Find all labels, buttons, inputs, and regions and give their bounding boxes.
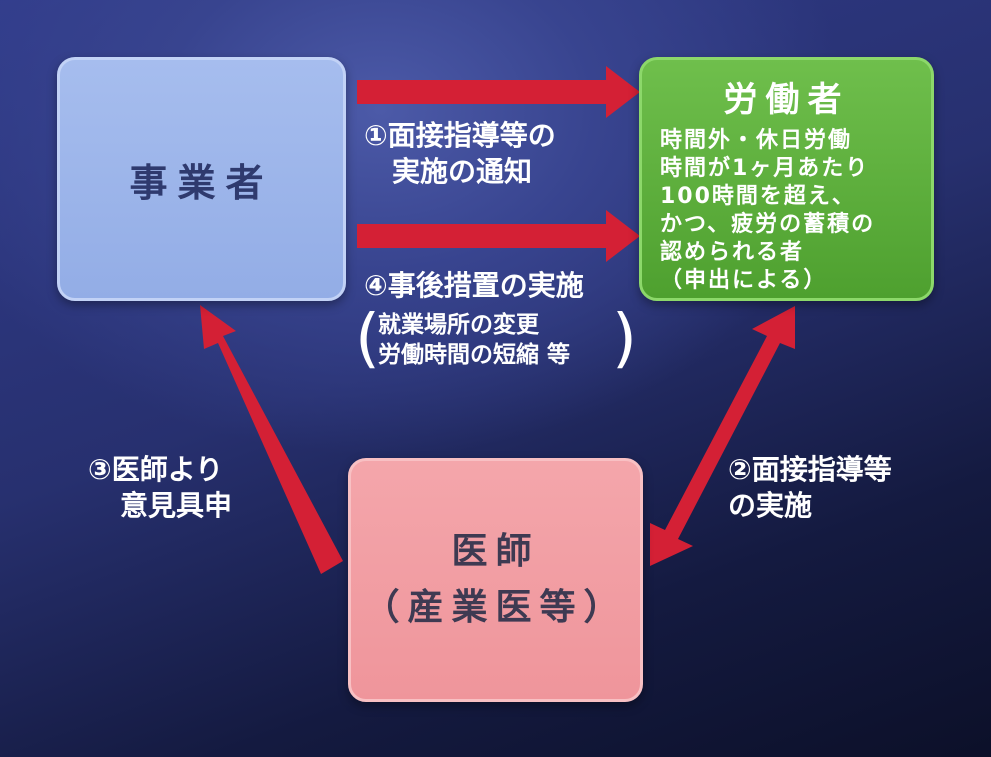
worker-condition-line: 認められる者 [660,240,805,265]
employer-label: 事業者 [129,160,274,205]
step4-line: ④事後措置の実施 [364,269,584,302]
step3-line: ③医師より [88,453,224,486]
worker-condition-line: 時間外・休日労働 [660,128,853,153]
worker-condition-line: 時間が1ヶ月あたり [660,156,870,181]
worker-condition-line: （申出による） [660,268,828,293]
step1-line: ①面接指導等の [364,119,556,152]
step2-line: の実施 [728,489,813,522]
arrow-notify [357,66,640,118]
step2-label: ②面接指導等 の実施 [728,452,892,524]
worker-title: 労働者 [723,80,850,120]
worker-condition-line: 100時間を超え、 [660,184,856,209]
worker-condition-line: かつ、疲労の蓄積の [660,212,876,237]
arrow-interview [650,306,795,566]
doctor-sublabel: （産業医等） [363,587,628,628]
doctor-box: 医師 （産業医等） [348,458,643,702]
step1-line: 実施の通知 [392,155,533,188]
step4-label: ④事後措置の実施 [364,268,584,304]
arrow-followup-measures [357,210,640,262]
arrow-doctor-opinion [200,305,343,574]
step4-detail: 就業場所の変更 労働時間の短縮 等 [378,310,570,370]
step3-label: ③医師より 意見具申 [88,452,232,524]
paren-open: ( [355,302,380,376]
step4-detail-line: 就業場所の変更 [378,312,539,338]
worker-box: 労働者 時間外・休日労働 時間が1ヶ月あたり 100時間を超え、 かつ、疲労の蓄… [639,57,934,301]
paren-close: ) [612,302,637,376]
doctor-label: 医師 [451,531,540,572]
step4-detail-line: 労働時間の短縮 等 [378,342,571,368]
step2-line: ②面接指導等 [728,453,892,486]
step3-line: 意見具申 [120,489,233,522]
employer-box: 事業者 [57,57,346,301]
step1-label: ①面接指導等の 実施の通知 [364,118,556,190]
